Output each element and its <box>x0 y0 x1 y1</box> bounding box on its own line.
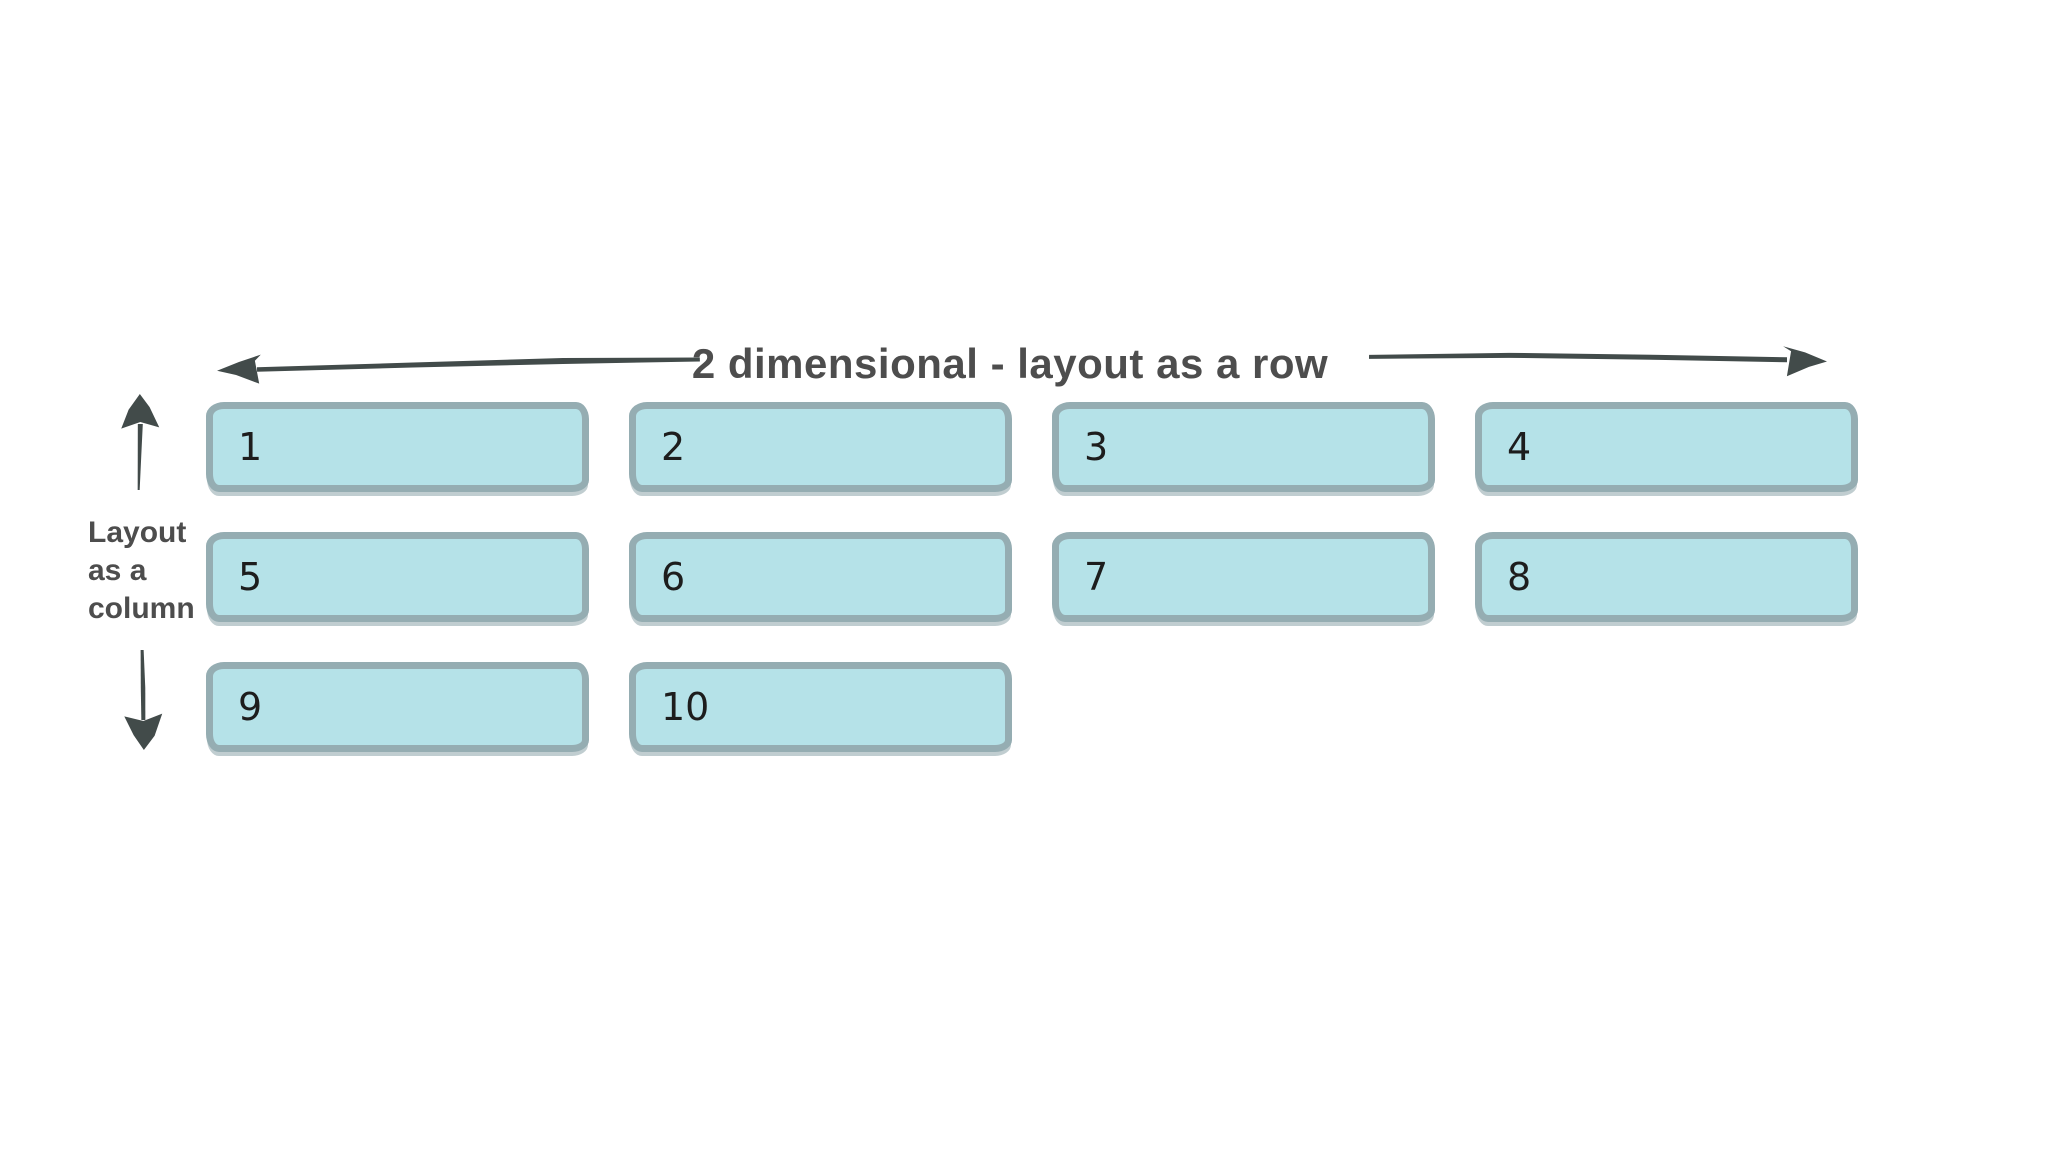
row-axis-label: 2 dimensional - layout as a row <box>691 340 1329 387</box>
grid-box-label: 8 <box>1507 555 1532 599</box>
grid-box-label: 9 <box>238 685 263 729</box>
grid-box-label: 4 <box>1507 425 1532 469</box>
grid-box-label: 1 <box>238 425 263 469</box>
grid-box-2: 2 <box>629 402 1012 492</box>
arrow-right-icon <box>1369 346 1827 377</box>
arrow-down-icon <box>124 649 163 750</box>
arrow-up-icon <box>121 393 160 491</box>
grid-box-label: 3 <box>1084 425 1109 469</box>
arrow-left-icon <box>217 354 700 384</box>
grid-box-10: 10 <box>629 662 1012 752</box>
grid-box-4: 4 <box>1475 402 1858 492</box>
grid-box-1: 1 <box>206 402 589 492</box>
grid-box-3: 3 <box>1052 402 1435 492</box>
box-grid: 1 2 3 4 5 6 7 8 9 10 <box>206 402 1858 752</box>
grid-box-label: 7 <box>1084 555 1109 599</box>
grid-box-6: 6 <box>629 532 1012 622</box>
grid-box-label: 6 <box>661 555 686 599</box>
column-axis-label-line: column <box>88 592 195 625</box>
grid-box-label: 2 <box>661 425 686 469</box>
grid-box-7: 7 <box>1052 532 1435 622</box>
column-axis-label: Layout as a column <box>88 514 228 628</box>
grid-box-9: 9 <box>206 662 589 752</box>
grid-box-8: 8 <box>1475 532 1858 622</box>
column-axis-label-line: Layout <box>88 516 187 549</box>
column-axis-label-line: as a <box>88 554 147 587</box>
grid-box-label: 5 <box>238 555 263 599</box>
grid-box-5: 5 <box>206 532 589 622</box>
grid-box-label: 10 <box>661 685 710 729</box>
